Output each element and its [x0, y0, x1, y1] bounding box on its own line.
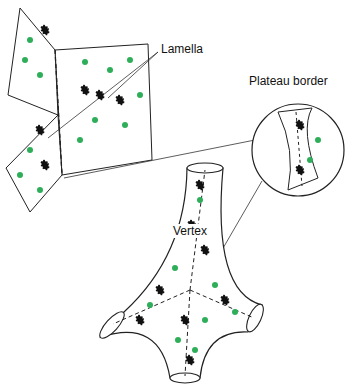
surfactant-dot: [202, 317, 208, 323]
particle-mark: [295, 165, 305, 176]
particle-mark: [180, 315, 190, 326]
particle-mark: [135, 315, 145, 326]
surfactant-dot: [175, 337, 181, 343]
vertex-axis: [190, 290, 254, 318]
surfactant-dot: [122, 122, 128, 128]
particle-mark: [185, 355, 195, 366]
plateau-edge: [55, 50, 62, 175]
surfactant-dot: [172, 265, 178, 271]
surfactant-dot: [212, 282, 218, 288]
surfactant-dot: [307, 157, 313, 163]
surfactant-dot: [77, 137, 83, 143]
tube-end: [96, 308, 128, 341]
surfactant-dot: [192, 347, 198, 353]
vertex-junction: [101, 168, 262, 378]
lamella-label: Lamella: [160, 42, 204, 56]
particle-mark: [195, 180, 205, 191]
vertex-label: Vertex: [172, 224, 208, 238]
surfactant-dot: [22, 57, 28, 63]
surfactant-dot: [107, 67, 113, 73]
surfactant-dot: [127, 57, 133, 63]
tube-end: [243, 302, 267, 334]
particle-mark: [35, 125, 45, 136]
particle-mark: [200, 245, 210, 256]
lamella-film: [8, 8, 58, 115]
surfactant-dot: [232, 309, 238, 315]
plateau-border-label: Plateau border: [248, 74, 329, 88]
particle-mark: [95, 90, 105, 101]
surfactant-dot: [197, 197, 203, 203]
leader-line: [48, 52, 158, 138]
surfactant-dot: [27, 147, 33, 153]
leader-line: [108, 52, 158, 98]
surfactant-dot: [27, 37, 33, 43]
surfactant-dot: [37, 187, 43, 193]
particle-mark: [115, 95, 125, 106]
leader-line: [64, 140, 255, 178]
plateau-border-channel: [278, 108, 318, 190]
surfactant-dot: [17, 172, 23, 178]
particle-mark: [80, 85, 90, 96]
particle-mark: [40, 25, 50, 36]
surfactant-dot: [147, 302, 153, 308]
surfactant-dot: [315, 137, 321, 143]
particle-mark: [155, 285, 165, 296]
lamella-film: [55, 44, 152, 175]
surfactant-dot: [92, 117, 98, 123]
particle-mark: [40, 160, 50, 171]
particle-mark: [295, 120, 305, 131]
surfactant-dot: [82, 59, 88, 65]
vertex-axis: [113, 290, 190, 324]
zoom-circle: [252, 104, 344, 196]
lamella-film: [6, 115, 62, 212]
surfactant-dot: [137, 92, 143, 98]
particle-mark: [220, 295, 230, 306]
surfactant-dot: [37, 72, 43, 78]
